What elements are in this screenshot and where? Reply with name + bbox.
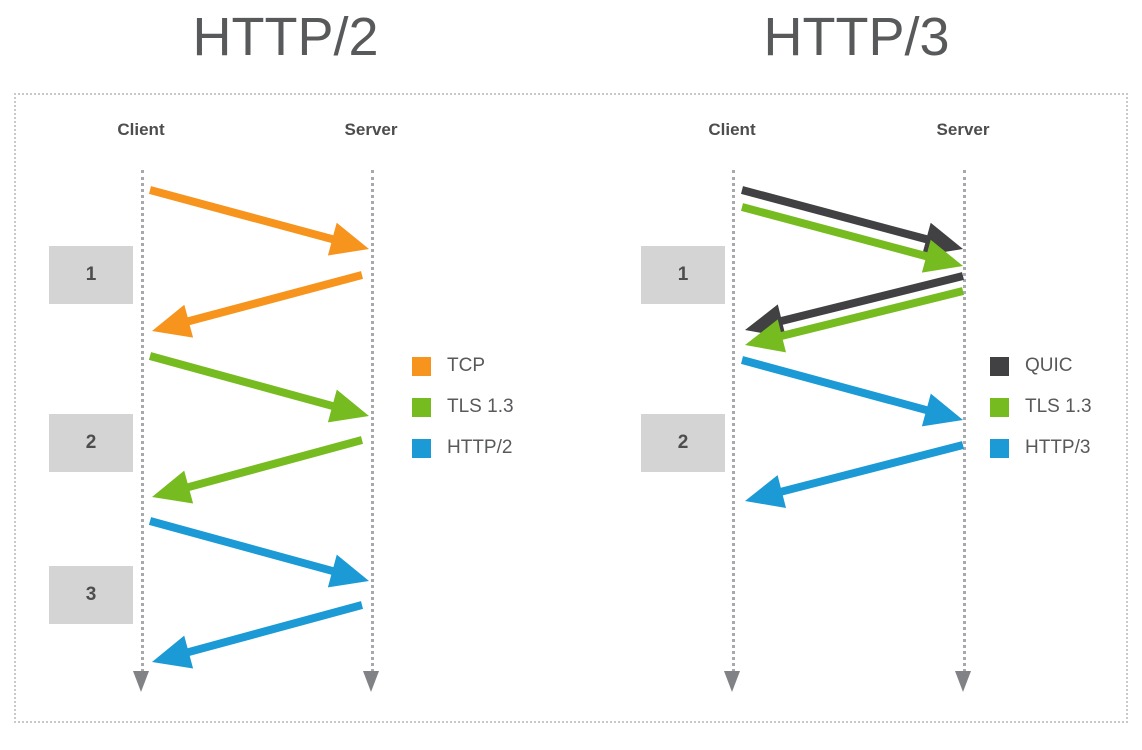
message-arrow-http-2-server-to-client: [152, 601, 363, 669]
lifeline-client-http3: [732, 170, 735, 672]
panel-title-http2: HTTP/2: [192, 7, 379, 67]
legend-item-tls13-http2: TLS 1.3: [412, 396, 514, 418]
legend-label-tls13-http3: TLS 1.3: [1025, 396, 1092, 417]
message-arrow-tcp-server-to-client: [152, 271, 363, 338]
message-arrow-tls-1-3-server-to-client: [152, 436, 363, 504]
legend-http2: TCP TLS 1.3 HTTP/2: [412, 355, 514, 459]
step-box-1-http2: 1: [49, 246, 133, 304]
legend-label-http3: HTTP/3: [1025, 437, 1091, 458]
legend-swatch-quic: [990, 356, 1009, 376]
message-arrow-tcp-client-to-server: [149, 186, 369, 256]
actor-label-server-http3: Server: [936, 120, 990, 139]
actor-label-client-http2: Client: [117, 120, 165, 139]
diagram-frame: [14, 93, 1128, 723]
lifeline-cap-client-http2: [133, 671, 149, 692]
legend-swatch-tcp: [412, 356, 431, 376]
panel-title-http3: HTTP/3: [763, 7, 950, 67]
legend-item-tls13-http3: TLS 1.3: [990, 396, 1092, 418]
actor-label-client-http3: Client: [708, 120, 756, 139]
legend-swatch-tls13-http3: [990, 397, 1009, 417]
legend-swatch-http3: [990, 438, 1009, 458]
lifeline-client-http2: [141, 170, 144, 672]
message-arrow-quic-server-to-client: [745, 272, 964, 338]
legend-item-tcp: TCP: [412, 355, 514, 377]
lifeline-cap-client-http3: [724, 671, 740, 692]
lifeline-cap-server-http2: [363, 671, 379, 692]
legend-label-http2: HTTP/2: [447, 437, 513, 458]
lifeline-server-http2: [371, 170, 374, 672]
step-box-3-http2: 3: [49, 566, 133, 624]
message-arrow-tls-1-3-client-to-server: [148, 352, 369, 423]
legend-item-quic: QUIC: [990, 355, 1092, 377]
message-arrow-http-2-client-to-server: [148, 517, 369, 588]
legend-swatch-http2: [412, 438, 431, 458]
panel-http2: Client Server 1 2 3 TCP TLS 1.3 HTTP/2: [49, 120, 514, 692]
step-box-1-http3: 1: [641, 246, 725, 304]
legend-swatch-tls13-http2: [412, 397, 431, 417]
legend-label-quic: QUIC: [1025, 355, 1073, 376]
step-box-2-http2: 2: [49, 414, 133, 472]
message-arrow-tls-1-3-client-to-server: [741, 203, 963, 273]
message-arrow-quic-client-to-server: [741, 186, 963, 256]
message-arrows-http2: [148, 186, 369, 669]
panel-http3: Client Server 1 2 QUIC TLS 1.3 HTTP/3: [571, 0, 1142, 750]
lifeline-server-http3: [963, 170, 966, 672]
legend-http3: QUIC TLS 1.3 HTTP/3: [990, 355, 1092, 459]
message-arrow-http-3-server-to-client: [745, 441, 964, 508]
step-box-2-http3: 2: [641, 414, 725, 472]
message-arrow-tls-1-3-server-to-client: [745, 287, 964, 353]
legend-label-tls13-http2: TLS 1.3: [447, 396, 514, 417]
actor-label-server-http2: Server: [344, 120, 398, 139]
legend-item-http3: HTTP/3: [990, 437, 1092, 459]
message-arrow-http-3-client-to-server: [741, 356, 963, 427]
message-arrows-http3: [741, 186, 964, 508]
legend-item-http2: HTTP/2: [412, 437, 514, 459]
legend-label-tcp: TCP: [447, 355, 485, 376]
lifeline-cap-server-http3: [955, 671, 971, 692]
